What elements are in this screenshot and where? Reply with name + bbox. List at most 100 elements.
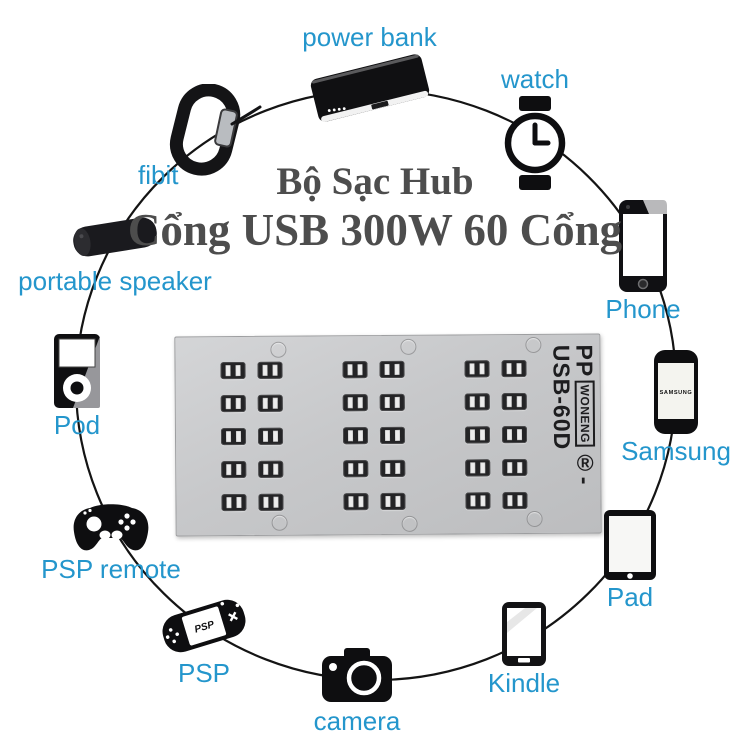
usb-port — [235, 398, 241, 410]
portable-speaker-label: portable speaker — [18, 266, 212, 296]
usb-port — [357, 364, 363, 376]
usb-port — [357, 430, 364, 442]
device-watch: watch — [500, 64, 570, 192]
usb-port — [516, 396, 522, 408]
usb-port-pair — [501, 426, 528, 444]
usb-port-pair — [342, 361, 368, 379]
usb-port — [348, 496, 354, 508]
usb-port-pair — [501, 360, 527, 378]
brand-boxed-name: WONENG — [574, 380, 596, 447]
usb-port-pair — [464, 393, 490, 411]
usb-port-group — [220, 361, 284, 512]
usb-port-pair — [257, 361, 283, 379]
fitbit-band-icon — [169, 84, 262, 176]
screw-hole — [270, 341, 287, 358]
usb-port — [226, 497, 232, 509]
watch-label: watch — [501, 64, 569, 94]
usb-port — [469, 363, 475, 375]
usb-port — [395, 462, 401, 474]
usb-port — [394, 396, 400, 408]
device-samsung: SAMSUNG Samsung — [621, 348, 731, 466]
usb-port — [517, 462, 523, 474]
kindle-label: Kindle — [487, 668, 561, 698]
usb-port — [273, 463, 279, 475]
usb-port-pair — [220, 361, 246, 380]
psp-label: PSP — [177, 658, 231, 688]
usb-port-pair — [342, 394, 368, 412]
usb-port-pair — [258, 493, 284, 511]
device-fibit: fibit — [132, 84, 262, 190]
device-phone: Phone — [605, 198, 681, 324]
pad-label: Pad — [606, 582, 654, 612]
screw-hole — [400, 338, 417, 355]
samsung-phone-icon: SAMSUNG — [654, 350, 698, 434]
usb-port — [236, 464, 242, 476]
usb-port-pair — [220, 394, 246, 413]
usb-port-pair — [379, 393, 405, 412]
usb-port — [479, 363, 485, 375]
usb-port — [516, 429, 523, 441]
usb-port — [225, 398, 231, 410]
psp-remote-label: PSP remote — [41, 554, 181, 584]
usb-port — [506, 429, 513, 441]
usb-port — [272, 430, 279, 442]
kindle-icon — [502, 602, 546, 666]
usb-port-pair — [464, 360, 490, 378]
fibit-label: fibit — [138, 160, 179, 190]
screw-hole — [271, 514, 288, 531]
usb-port — [263, 496, 269, 508]
usb-port — [385, 495, 391, 508]
device-power-bank: power bank — [292, 22, 447, 124]
usb-port — [516, 363, 522, 375]
page-title: Bộ Sạc Hub Cổng USB 300W 60 Cổng — [0, 160, 750, 256]
pod-icon — [54, 334, 100, 408]
pod-label: Pod — [53, 410, 101, 440]
usb-port — [235, 431, 242, 443]
hub-port-groups — [220, 360, 528, 512]
psp-icon: PSP — [162, 599, 246, 653]
usb-port-pair — [342, 427, 369, 445]
usb-port — [479, 396, 485, 408]
power-bank-label: power bank — [302, 22, 437, 52]
usb-port — [262, 430, 269, 442]
usb-port — [225, 365, 231, 377]
usb-port — [236, 497, 242, 509]
usb-port — [272, 364, 278, 376]
device-camera: camera — [314, 644, 400, 736]
screw-hole — [401, 515, 418, 532]
usb-port — [394, 363, 400, 375]
usb-port-pair — [465, 492, 491, 510]
screw-hole — [525, 336, 542, 354]
usb-port-pair — [464, 426, 491, 444]
usb-port — [358, 463, 364, 475]
screw-hole — [526, 510, 543, 528]
samsung-screen-text: SAMSUNG — [660, 390, 693, 396]
usb-port — [507, 495, 513, 507]
usb-port — [394, 429, 401, 441]
usb-port — [235, 365, 241, 377]
usb-port-pair — [502, 492, 528, 510]
usb-port-pair — [258, 460, 284, 478]
usb-port-pair — [343, 460, 369, 478]
usb-port-pair — [257, 427, 284, 445]
psp-remote-icon — [73, 504, 149, 551]
device-psp-remote: PSP remote — [41, 496, 181, 584]
device-pod: Pod — [50, 332, 104, 440]
usb-port-group — [342, 360, 406, 511]
title-line-2: Cổng USB 300W 60 Cổng — [127, 205, 623, 255]
camera-icon — [322, 648, 392, 702]
usb-port-pair — [465, 459, 491, 477]
phone-icon — [619, 200, 667, 292]
usb-port — [506, 396, 512, 408]
usb-port — [517, 495, 523, 507]
usb-port — [347, 430, 354, 442]
pad-icon — [604, 510, 656, 580]
samsung-label: Samsung — [621, 436, 731, 466]
usb-port — [358, 496, 364, 508]
usb-port — [506, 363, 512, 375]
usb-port — [272, 397, 278, 409]
usb-port — [469, 396, 475, 408]
device-portable-speaker: portable speaker — [18, 208, 212, 296]
usb-port-pair — [220, 427, 247, 446]
power-bank-icon — [310, 54, 429, 123]
